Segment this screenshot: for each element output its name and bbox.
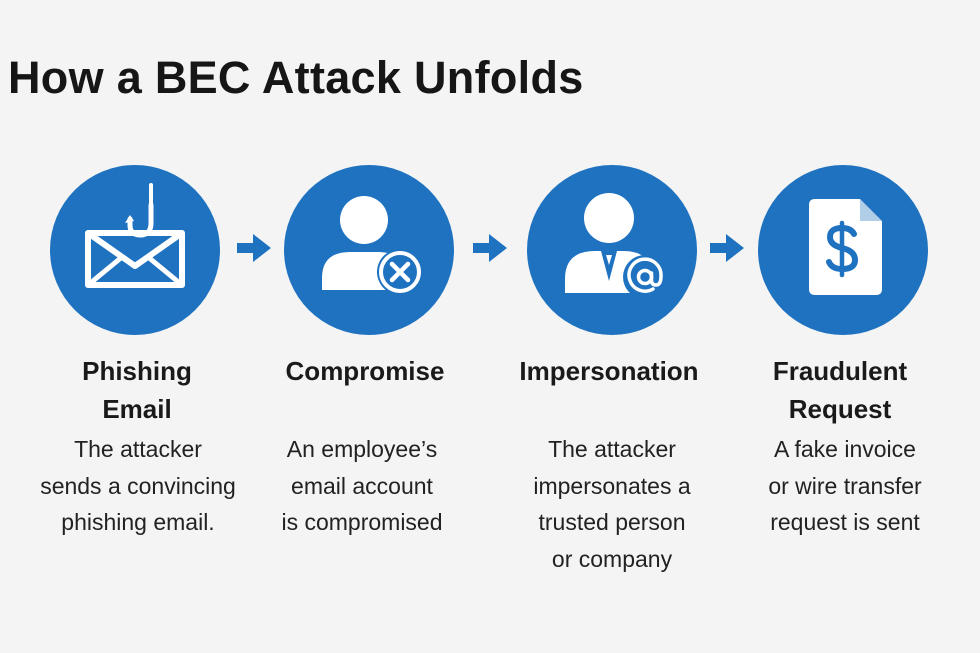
impersonation-circle <box>527 165 697 335</box>
compromise-circle <box>284 165 454 335</box>
user-x-icon <box>322 196 423 295</box>
step-description-phishing-email: The attacker sends a convincing phishing… <box>40 436 236 535</box>
user-at-icon <box>565 193 667 299</box>
arrow-right-icon <box>237 234 271 262</box>
step-title-phishing-email: Phishing Email <box>82 356 192 424</box>
page-title: How a BEC Attack Unfolds <box>8 52 584 103</box>
step-title-compromise: Compromise <box>285 356 445 386</box>
step-description-impersonation: The attacker impersonates a trusted pers… <box>533 436 691 572</box>
step-description-compromise: An employee’s email account is compromis… <box>281 436 443 535</box>
phishing-email-circle <box>50 165 220 335</box>
step-title-fraudulent-request: Fraudulent Request <box>772 356 908 424</box>
step-description-fraudulent-request: A fake invoice or wire transfer request … <box>768 436 922 535</box>
envelope-fishhook-icon <box>85 183 185 288</box>
dollar-document-icon <box>809 199 882 295</box>
step-title-impersonation: Impersonation <box>519 356 699 386</box>
fraudulent-request-circle <box>758 165 928 335</box>
arrow-right-icon <box>710 234 744 262</box>
arrow-right-icon <box>473 234 507 262</box>
